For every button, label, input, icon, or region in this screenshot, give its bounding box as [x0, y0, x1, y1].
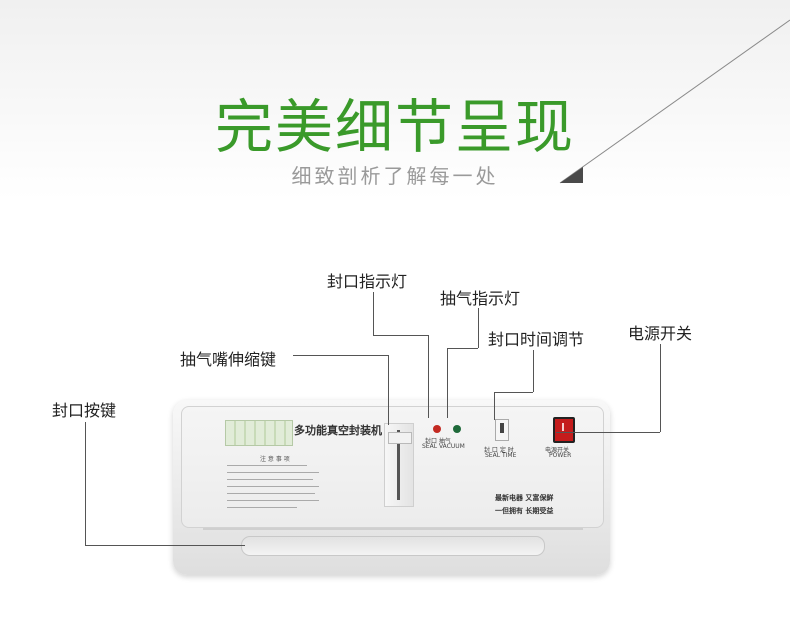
page-title: 完美细节呈现	[214, 93, 575, 161]
power-label-en: POWER	[549, 452, 572, 459]
power-icon	[562, 423, 564, 431]
callout-seal-key: 封口按键	[52, 401, 117, 420]
slogan-line-1: 最新电器 又富保鲜	[495, 494, 554, 502]
leader-line	[447, 348, 448, 418]
note-line	[227, 472, 319, 473]
note-line	[227, 465, 307, 466]
slider-groove	[397, 430, 400, 500]
power-switch[interactable]	[553, 417, 575, 443]
leader-line	[494, 392, 533, 393]
timer-label-en: SEAL TIME	[485, 452, 517, 459]
callout-power-switch: 电源开关	[628, 324, 693, 343]
machine-brand-text: 多功能真空封装机	[294, 424, 382, 437]
leader-line	[428, 335, 429, 418]
header-background	[0, 0, 790, 200]
led-labels-en: SEAL VACUUM	[422, 443, 465, 450]
note-line	[227, 507, 297, 508]
note-line	[227, 493, 315, 494]
callout-nozzle-retract-key: 抽气嘴伸缩键	[180, 350, 277, 369]
power-label: 电源开关	[545, 447, 570, 454]
note-line	[227, 500, 319, 501]
brand-badge	[225, 420, 293, 446]
machine-lid: 多功能真空封装机 注 意 事 项 封口 抽气 SEAL VACUUM 封 口 定…	[181, 406, 604, 528]
lid-seam	[203, 528, 583, 530]
page-subtitle: 细致剖析了解每一处	[291, 164, 499, 188]
vacuum-sealer-machine: 多功能真空封装机 注 意 事 项 封口 抽气 SEAL VACUUM 封 口 定…	[173, 400, 610, 575]
notes-title: 注 意 事 项	[260, 456, 290, 463]
leader-line	[556, 432, 660, 433]
nozzle-slider[interactable]	[384, 423, 414, 507]
seal-time-dial[interactable]	[495, 419, 509, 441]
slider-knob[interactable]	[388, 432, 412, 444]
leader-line	[447, 348, 478, 349]
leader-line	[533, 350, 534, 392]
note-line	[227, 486, 319, 487]
timer-knob	[500, 423, 504, 433]
leader-line	[660, 344, 661, 432]
leader-line	[494, 392, 495, 420]
leader-line	[373, 335, 428, 336]
callout-vacuum-indicator: 抽气指示灯	[440, 289, 521, 308]
slogan-line-2: 一但拥有 长期受益	[495, 507, 554, 515]
led-labels: 封口 抽气	[425, 438, 451, 445]
timer-label: 封 口 定 时	[484, 447, 514, 454]
callout-seal-indicator: 封口指示灯	[327, 272, 408, 291]
callout-seal-time-adjust: 封口时间调节	[488, 330, 585, 349]
leader-line	[373, 292, 374, 335]
leader-line	[293, 355, 388, 356]
leader-line	[85, 422, 86, 545]
seal-bar-button[interactable]	[241, 536, 545, 556]
seal-indicator-led	[433, 425, 441, 433]
note-line	[227, 479, 313, 480]
leader-line	[478, 308, 479, 348]
leader-line	[388, 355, 389, 425]
leader-line	[85, 545, 245, 546]
vacuum-indicator-led	[453, 425, 461, 433]
